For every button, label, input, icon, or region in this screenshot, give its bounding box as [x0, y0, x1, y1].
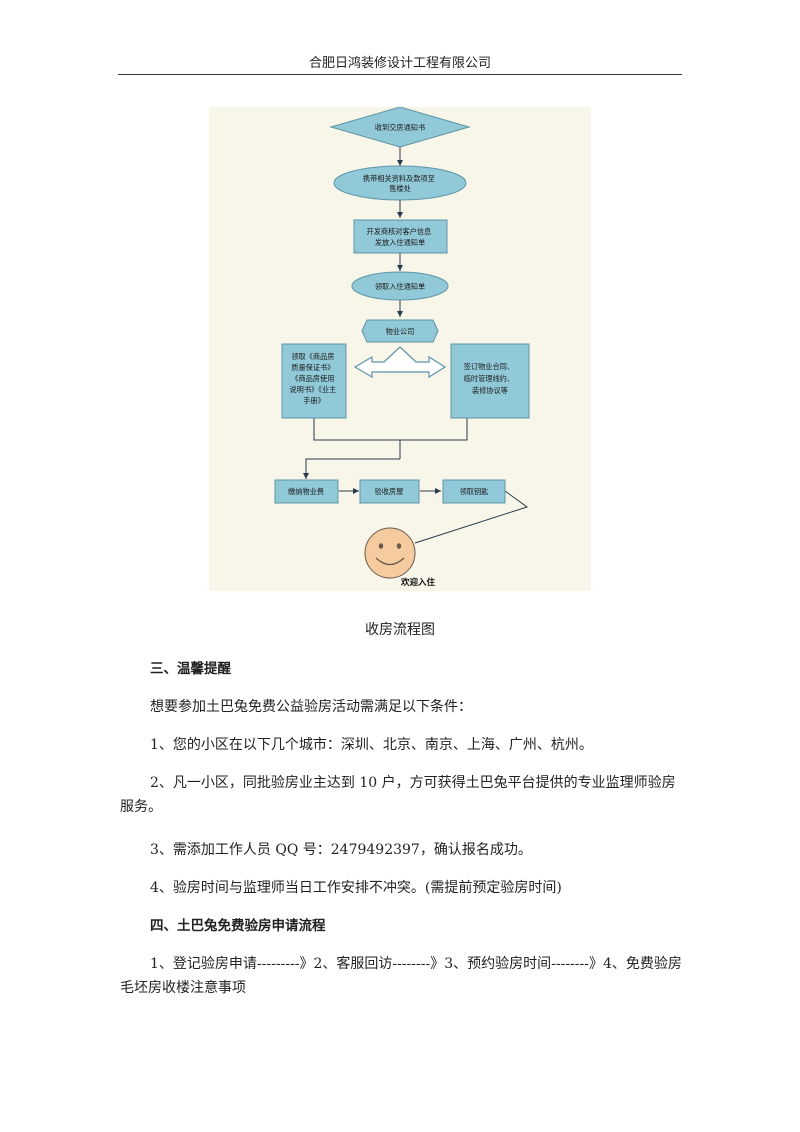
section-4-body: 1、登记验房申请---------》2、客服回访--------》3、预约验房时…	[120, 956, 682, 996]
header-divider	[118, 74, 682, 75]
connector-merge	[313, 418, 468, 441]
section-3-title: 三、温馨提醒	[150, 661, 231, 677]
node-receive-notice: 收到交房通知书	[329, 107, 471, 148]
welcome-label: 欢迎入住	[400, 577, 436, 588]
node-bring-documents: 携带相关资料及款项至 售楼处	[333, 165, 467, 201]
flowchart-diagram: 收到交房通知书 携带相关资料及款项至 售楼处 开发商核对客户信息 发放入住通知单…	[209, 107, 591, 591]
section-3-item-2: 2、凡一小区，同批验房业主达到 10 户，方可获得土巴兔平台提供的专业监理师验房…	[120, 775, 676, 815]
node-property-company-label: 物业公司	[386, 327, 415, 336]
node-receive-notice-label: 收到交房通知书	[375, 123, 425, 132]
node-get-quality-docs-label: 领取《商品房 质量保证书》 《商品房使用 说明书》《业主 手册》	[289, 352, 338, 405]
double-arrow-shape	[353, 346, 447, 379]
connector-keys-welcome	[414, 490, 529, 544]
flowchart-image: 收到交房通知书 携带相关资料及款项至 售楼处 开发商核对客户信息 发放入住通知单…	[209, 107, 591, 591]
connector-to-fee	[303, 458, 400, 479]
node-property-company: 物业公司	[361, 319, 439, 343]
section-4-title: 四、土巴兔免费验房申请流程	[150, 918, 326, 934]
section-3-item-1: 1、您的小区在以下几个城市：深圳、北京、南京、上海、广州、杭州。	[150, 737, 593, 753]
node-verify-info: 开发商核对客户信息 发放入住通知单	[353, 219, 448, 254]
node-get-move-in-notice: 领取入住通知单	[351, 271, 449, 301]
node-get-keys: 领取钥匙	[442, 479, 506, 504]
section-3-item-3: 3、需添加工作人员 QQ 号：2479492397，确认报名成功。	[150, 842, 532, 858]
node-pay-property-fee: 缴纳物业费	[274, 479, 339, 504]
node-get-keys-label: 领取钥匙	[460, 487, 489, 496]
section-3-item-4: 4、验房时间与监理师当日工作安排不冲突。(需提前预定验房时间)	[150, 880, 562, 896]
node-get-quality-docs: 领取《商品房 质量保证书》 《商品房使用 说明书》《业主 手册》	[281, 343, 347, 419]
section-3-intro: 想要参加土巴兔免费公益验房活动需满足以下条件：	[150, 699, 472, 715]
node-sign-contracts-label: 签订物业合同、 临时管理线约、 装修协议等	[464, 362, 517, 395]
node-inspect-house-label: 验收房屋	[375, 487, 404, 496]
page-header: 合肥日鸿装修设计工程有限公司	[308, 56, 491, 71]
node-get-move-in-notice-label: 领取入住通知单	[375, 282, 425, 291]
smiley-face-icon	[364, 527, 416, 579]
node-verify-info-label: 开发商核对客户信息 发放入住通知单	[367, 227, 434, 247]
node-inspect-house: 验收房屋	[359, 479, 420, 504]
node-bring-documents-label: 携带相关资料及款项至 售楼处	[363, 174, 437, 193]
node-pay-property-fee-label: 缴纳物业费	[288, 487, 324, 496]
node-sign-contracts: 签订物业合同、 临时管理线约、 装修协议等	[450, 343, 530, 419]
figure-caption: 收房流程图	[365, 622, 435, 638]
